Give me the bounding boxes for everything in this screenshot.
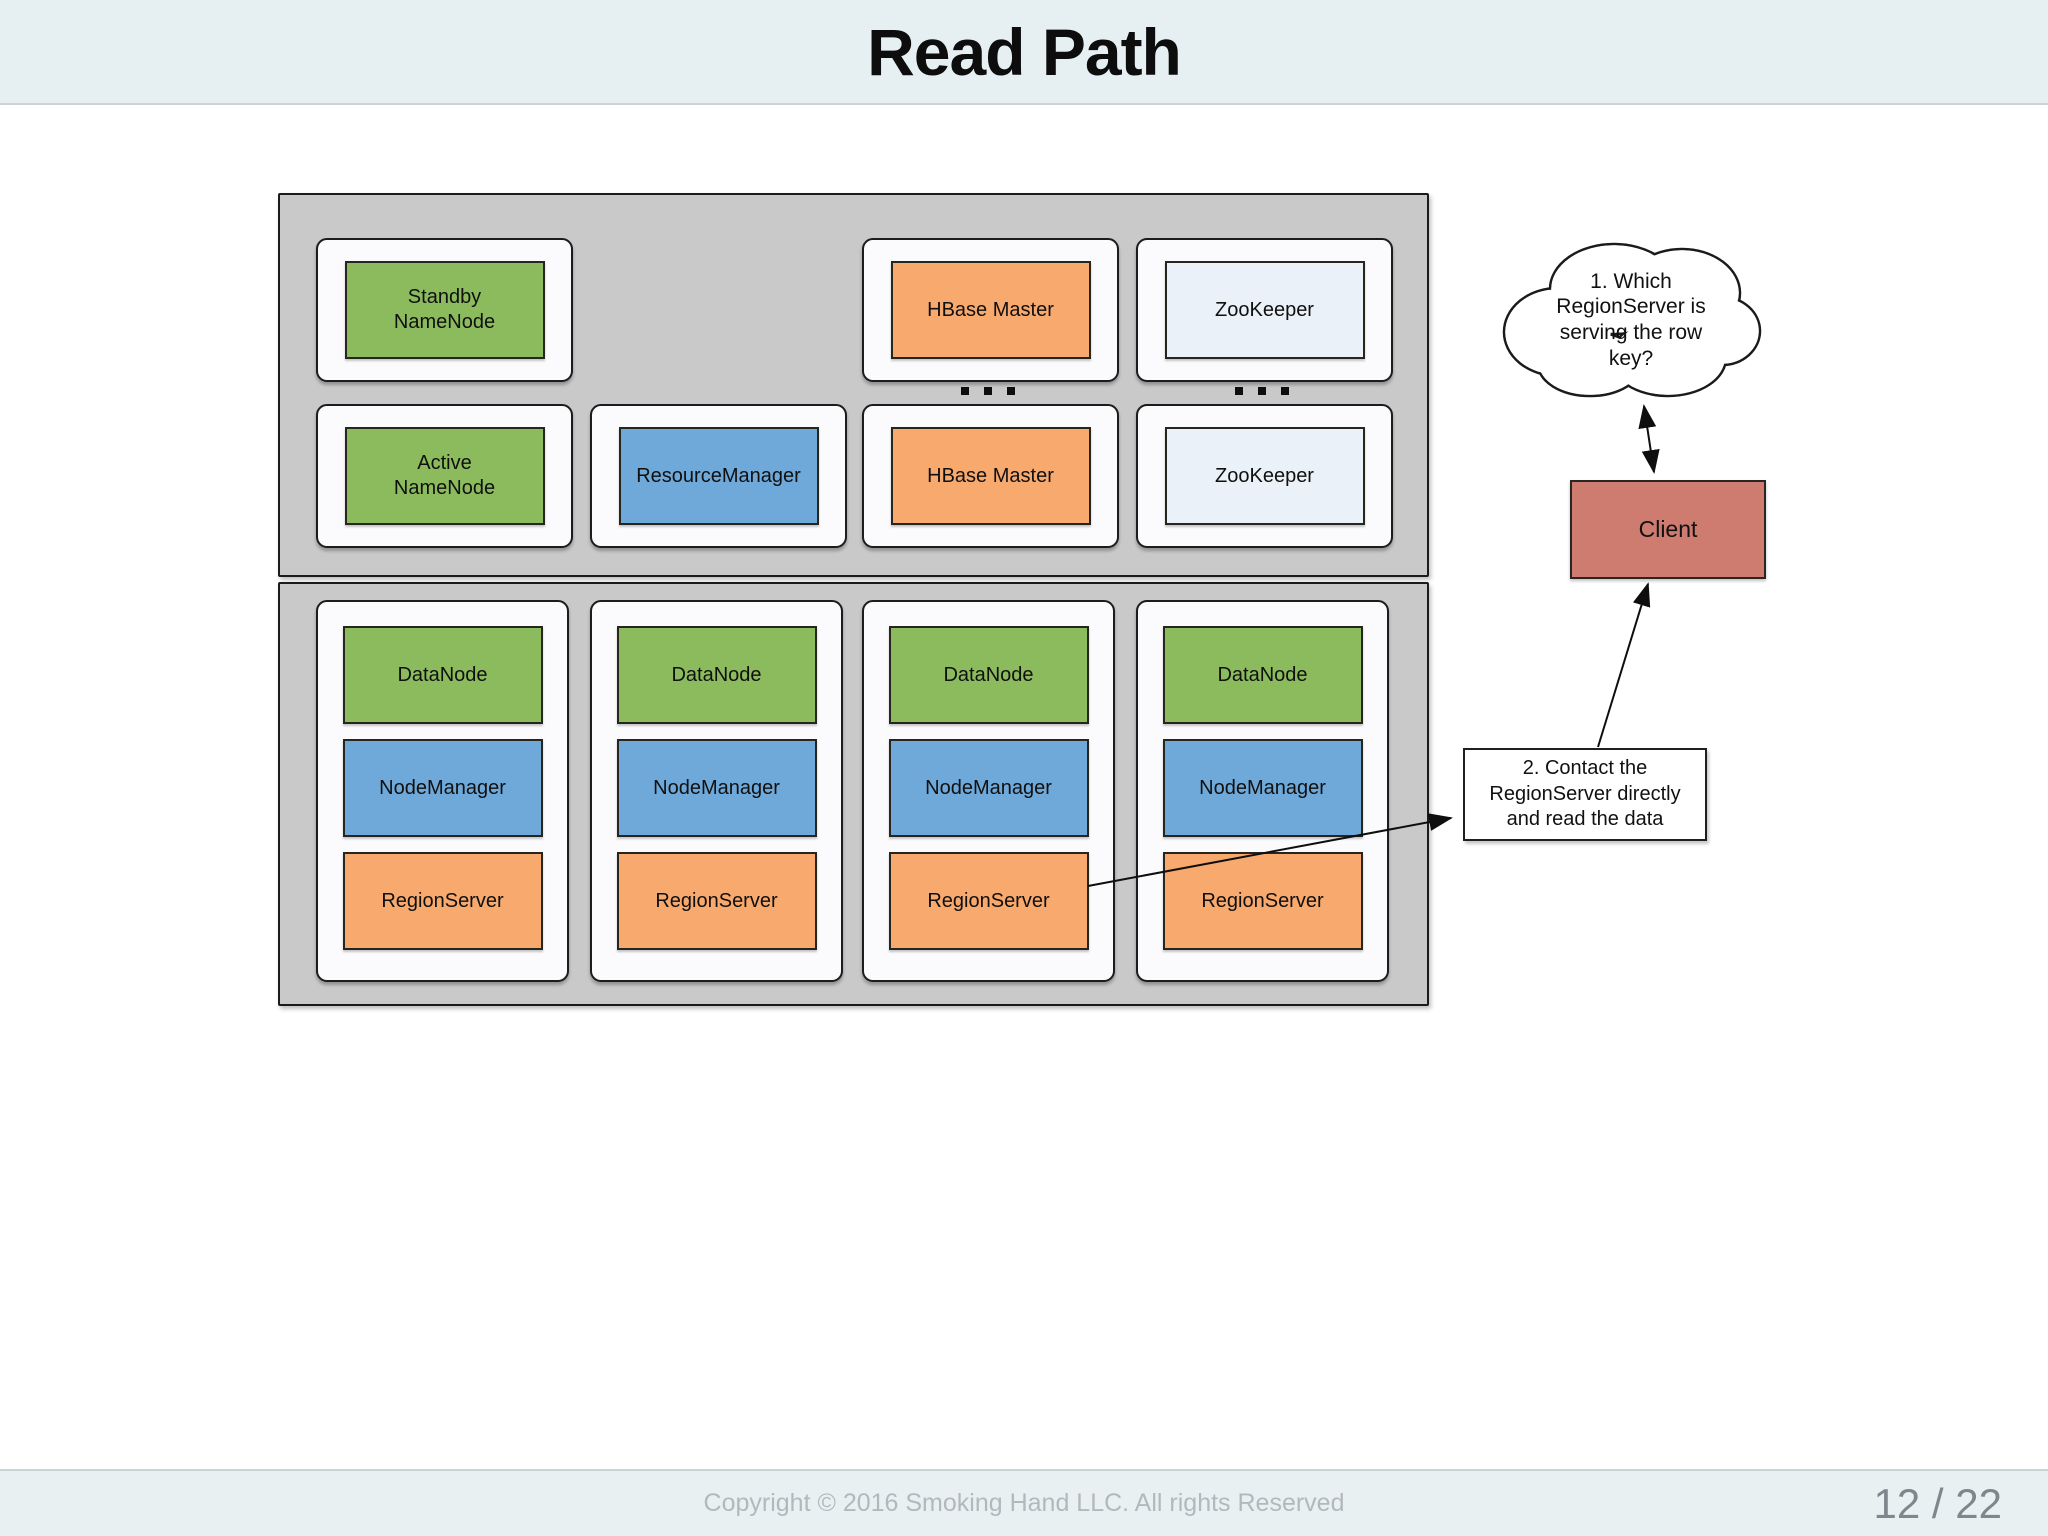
service-regionserver-3: RegionServer [888, 852, 1089, 950]
step1-annotation-text: 1. Which RegionServer is serving the row… [1556, 269, 1706, 370]
host-box-resourcemanager: ResourceManager [590, 404, 847, 548]
host-box-hbase-master-1: HBase Master [862, 238, 1119, 382]
step2-annotation-box: 2. Contact the RegionServer directly and… [1463, 748, 1707, 841]
service-datanode-2: DataNode [616, 626, 817, 724]
worker-host-box-3: DataNode NodeManager RegionServer [862, 600, 1115, 982]
service-standby-namenode: Standby NameNode [344, 261, 545, 359]
service-regionserver-1: RegionServer [342, 852, 543, 950]
worker-host-box-2: DataNode NodeManager RegionServer [590, 600, 843, 982]
page-title: Read Path [867, 14, 1182, 89]
service-zookeeper-2: ZooKeeper [1164, 427, 1365, 525]
host-box-zookeeper-2: ZooKeeper [1136, 404, 1393, 548]
service-nodemanager-3: NodeManager [888, 739, 1089, 837]
host-box-hbase-master-2: HBase Master [862, 404, 1119, 548]
service-datanode-1: DataNode [342, 626, 543, 724]
arrow-step2-client [1597, 582, 1651, 748]
service-datanode-3: DataNode [888, 626, 1089, 724]
service-nodemanager-4: NodeManager [1162, 739, 1363, 837]
copyright-text: Copyright © 2016 Smoking Hand LLC. All r… [703, 1489, 1345, 1517]
host-box-active-namenode: Active NameNode [316, 404, 573, 548]
client-box: Client [1570, 480, 1766, 579]
worker-host-box-1: DataNode NodeManager RegionServer [316, 600, 569, 982]
page-number: 12 / 22 [1873, 1479, 2002, 1527]
service-zookeeper-1: ZooKeeper [1164, 261, 1365, 359]
service-hbase-master-2: HBase Master [890, 427, 1091, 525]
ellipsis-dots-icon [1235, 387, 1289, 395]
service-datanode-4: DataNode [1162, 626, 1363, 724]
host-box-standby-namenode: Standby NameNode [316, 238, 573, 382]
host-box-zookeeper-1: ZooKeeper [1136, 238, 1393, 382]
service-regionserver-4: RegionServer [1162, 852, 1363, 950]
arrow-cloud-client [1638, 404, 1660, 474]
service-active-namenode: Active NameNode [344, 427, 545, 525]
worker-host-box-4: DataNode NodeManager RegionServer [1136, 600, 1389, 982]
service-regionserver-2: RegionServer [616, 852, 817, 950]
service-hbase-master-1: HBase Master [890, 261, 1091, 359]
service-nodemanager-1: NodeManager [342, 739, 543, 837]
slide-header: Read Path [0, 0, 2048, 105]
ellipsis-dots-icon [961, 387, 1015, 395]
service-resourcemanager: ResourceManager [618, 427, 819, 525]
service-nodemanager-2: NodeManager [616, 739, 817, 837]
slide-footer: Copyright © 2016 Smoking Hand LLC. All r… [0, 1469, 2048, 1536]
